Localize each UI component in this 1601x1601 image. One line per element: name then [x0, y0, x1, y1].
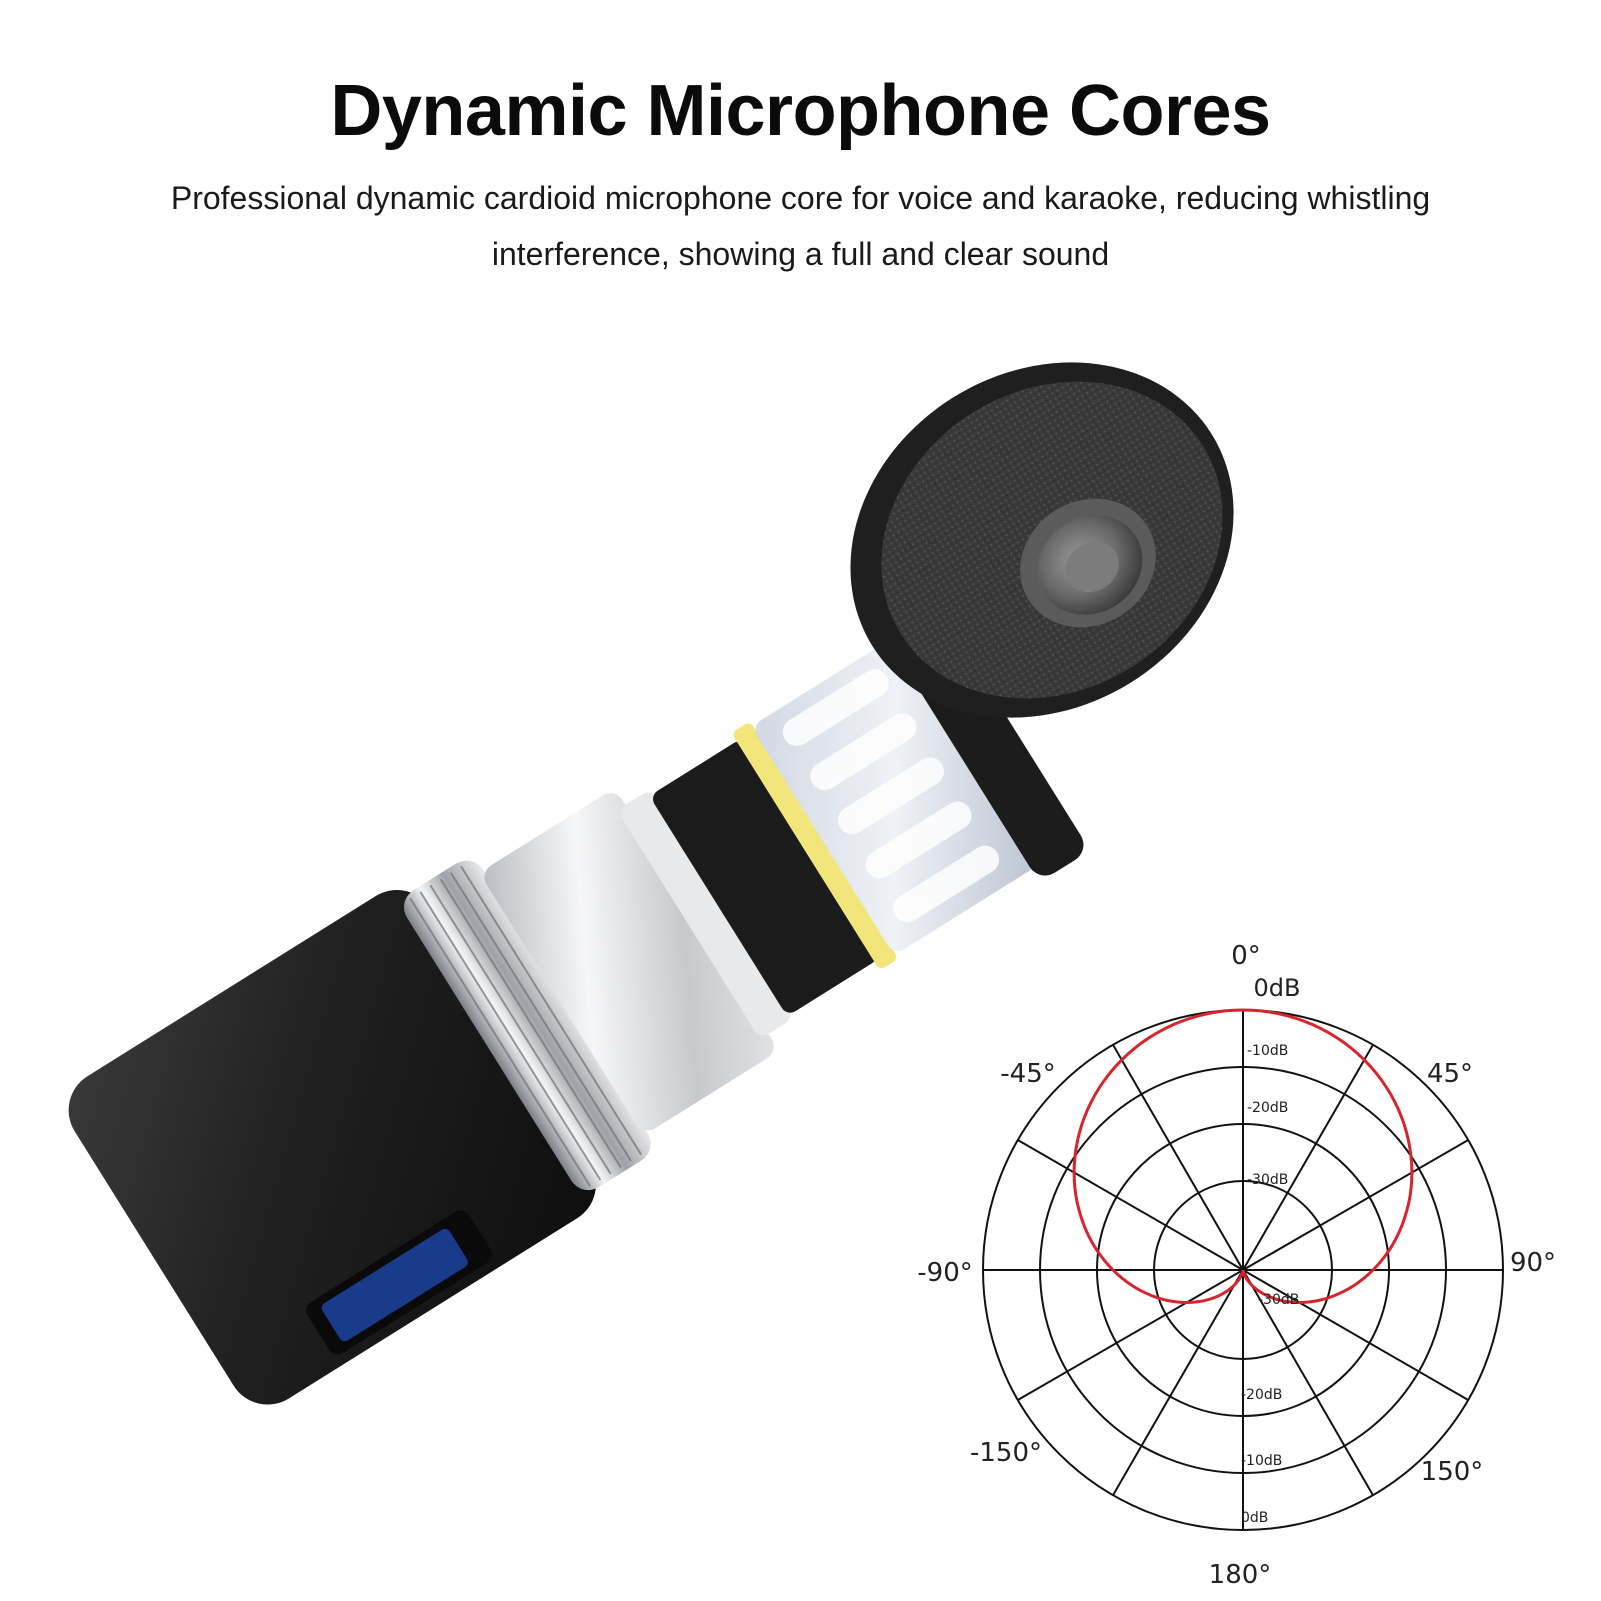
angle-label-minus-45: -45°: [1000, 1059, 1055, 1089]
db-label-bottom-20: -20dB: [1241, 1387, 1282, 1403]
polar-spoke: [1017, 1139, 1244, 1271]
angle-label-150: 150°: [1421, 1457, 1484, 1487]
description: Professional dynamic cardioid microphone…: [170, 180, 1431, 272]
cardioid-curve: [1072, 1008, 1414, 1305]
db-label-bottom-10: -10dB: [1241, 1453, 1282, 1469]
polar-grid: [982, 1009, 1504, 1531]
db-label-top-0: 0dB: [1254, 974, 1301, 1002]
polar-spoke: [1242, 1044, 1374, 1271]
db-label-bottom-0: 0dB: [1241, 1510, 1268, 1526]
db-label-top-30: -30dB: [1247, 1172, 1288, 1188]
db-label-bottom-30: -30dB: [1258, 1292, 1299, 1308]
angle-label-0: 0°: [1231, 941, 1261, 971]
polar-spoke: [1242, 1139, 1469, 1271]
angle-label-minus-90: -90°: [917, 1258, 972, 1288]
db-label-top-20: -20dB: [1247, 1100, 1288, 1116]
angle-label-180: 180°: [1209, 1560, 1272, 1590]
headline: Dynamic Microphone Cores: [330, 71, 1271, 151]
polar-spoke: [1242, 1269, 1374, 1496]
polar-spoke: [1242, 1269, 1469, 1401]
angle-label-45: 45°: [1427, 1059, 1473, 1089]
polar-spoke: [1112, 1044, 1244, 1271]
polar-spoke: [1112, 1269, 1244, 1496]
db-label-top-10: -10dB: [1247, 1043, 1288, 1059]
polar-spoke: [1017, 1269, 1244, 1401]
angle-label-minus-150: -150°: [970, 1438, 1042, 1468]
angle-label-90: 90°: [1510, 1248, 1556, 1278]
